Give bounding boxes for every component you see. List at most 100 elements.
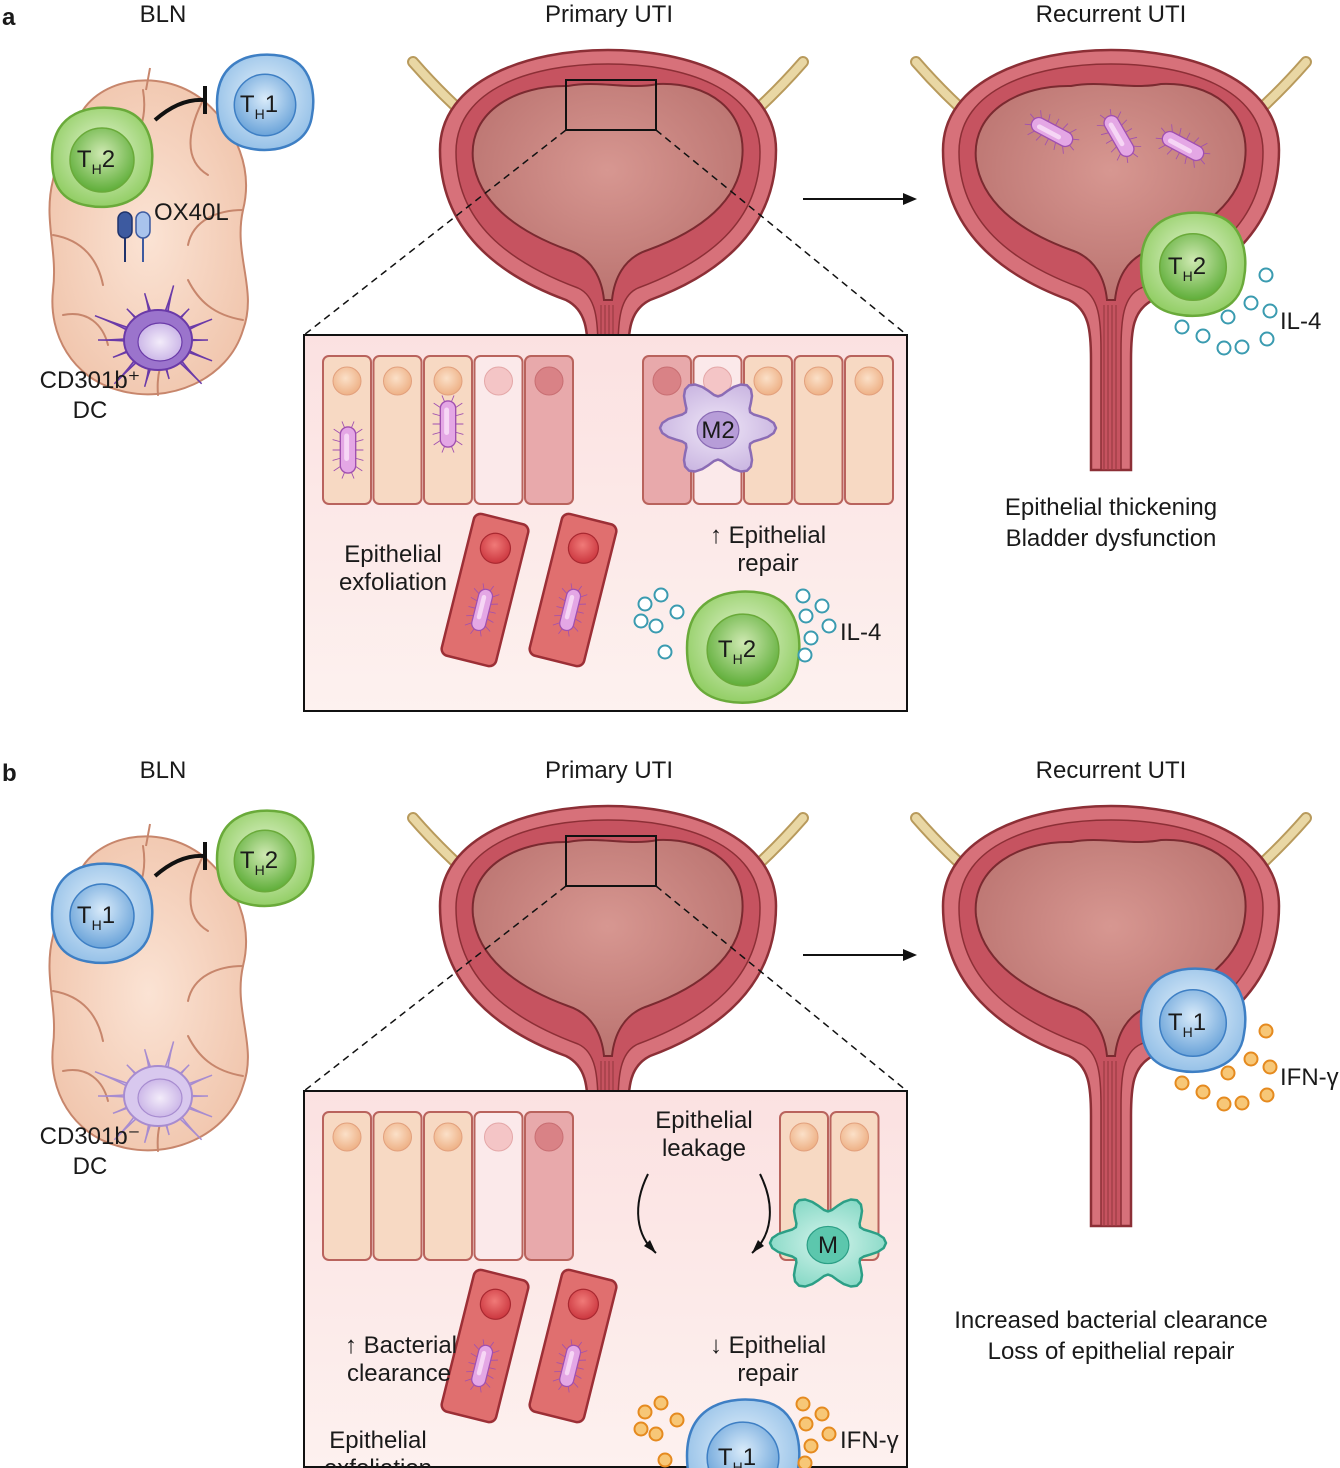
recurrent-cytokine-label: IL-4 [1280,308,1321,335]
tcell-nucleus [69,883,135,949]
epithelial-cell [423,1111,473,1261]
inset-right-label-2: repair [737,550,798,577]
epithelial-cell [473,1111,524,1261]
inset-middle-label-2: leakage [662,1135,746,1162]
cytokine-dot [821,618,837,634]
inset-left-label-1: Epithelial [344,541,441,568]
cytokine-dot [798,608,814,624]
cytokine-dot [1195,328,1211,344]
macrophage-nucleus [806,1225,850,1265]
cytokine-dot [803,630,819,646]
inset-right-label-2: repair [737,1360,798,1387]
cytokine-dot [1243,295,1259,311]
inset-tcell: TH1 [685,1398,801,1468]
inhibition-arrow [153,86,207,122]
header-recurrent-uti: Recurrent UTI [1036,757,1187,784]
ox40l-ligand [135,211,151,239]
tcell-nucleus [233,73,297,137]
tcell-label: TH1 [718,1444,756,1468]
header-bln: BLN [140,1,187,28]
cytokine-dot [1216,1096,1232,1112]
tcell-label: TH1 [240,91,278,122]
cytokine-dot [637,596,653,612]
tcell-label: TH2 [240,847,278,878]
recurrent-cytokine-label: IFN-γ [1280,1064,1339,1091]
leakage-arrow-right-head [752,1240,764,1253]
dc-label-line1: CD301b⁺ [40,367,141,394]
cytokine-dot [1234,339,1250,355]
epithelial-cell [372,1111,423,1261]
tcell-label: TH2 [1168,253,1206,284]
recurrent-outcome-1: Epithelial thickening [1005,494,1217,521]
cytokine-dot [653,587,669,603]
leakage-arrow-left-head [644,1240,656,1253]
cytokine-dot [803,1438,819,1454]
lymph-node-trabecula [187,279,244,321]
cytokine-dot [795,1396,811,1412]
inhibition-line [153,853,206,878]
dc-label-line1: CD301b⁻ [40,1123,141,1150]
zoom-line-left [303,885,567,1092]
macrophage: M2 [658,383,778,473]
bln-back-tcell: TH1 [215,53,315,152]
cytokine-dot [648,1426,664,1442]
tcell-nucleus [1158,988,1228,1058]
inset-middle-label-1: Epithelial [655,1107,752,1134]
cytokine-dot [795,588,811,604]
recurrent-outcome-2: Loss of epithelial repair [988,1338,1235,1365]
lymph-node-trabecula [189,855,209,932]
tcell-nucleus [233,829,297,893]
header-recurrent-uti: Recurrent UTI [1036,1,1187,28]
cytokine-cluster-left [633,587,685,660]
inset-tcell: TH2 [685,590,801,705]
recurrent-outcome-2: Bladder dysfunction [1006,525,1217,552]
primary-bladder [407,804,809,1228]
cytokine-cluster-right [795,588,837,663]
macrophage-label: M [818,1232,838,1259]
cytokine-dot [1258,1023,1274,1039]
dendritic-cell [94,285,213,388]
bladder-lumen [471,82,744,301]
bladder-lumen [974,838,1247,1057]
lymph-node-trabecula [189,99,209,176]
cytokine-dot [1174,1075,1190,1091]
recurrent-cytokine-cluster [1174,267,1278,356]
cytokine-dot [648,618,664,634]
bln-back-tcell: TH2 [215,809,315,908]
dc-nucleus [137,1078,183,1118]
arrow-head [903,949,917,961]
cytokine-dot [1262,303,1278,319]
inset-cytokine-label: IFN-γ [840,1427,899,1454]
progression-arrow [803,193,917,205]
macrophage-label: M2 [701,417,734,444]
recurrent-bladder [910,804,1312,1228]
bladder-lumen [471,838,744,1057]
inhibition-line [153,97,206,122]
cytokine-dot [814,598,830,614]
cytokine-dot [1234,1095,1250,1111]
cytokine-dot [797,647,813,663]
dc-label-line2: DC [73,1153,108,1180]
tcell-nucleus [706,1421,780,1468]
header-bln: BLN [140,757,187,784]
cytokine-dot [653,1395,669,1411]
cytokine-dot [1259,331,1275,347]
tcell-label: TH1 [77,902,115,933]
tcell-nucleus [706,613,780,687]
lymph-node-trabecula [187,1035,244,1077]
cytokine-dot [1216,340,1232,356]
lymph-node-trabecula [52,234,104,286]
epithelial-cell [372,355,423,505]
inset-left-label-4: exfoliation [324,1455,432,1468]
lymph-node-trabecula [52,990,104,1042]
recurrent-tcell: TH2 [1139,211,1247,318]
recurrent-outcome-1: Increased bacterial clearance [954,1307,1268,1334]
arrow-head [903,193,917,205]
tcell-nucleus [1158,232,1228,302]
epithelial-cell [844,355,894,505]
dc-label-line2: DC [73,397,108,424]
cytokine-dot [1262,1059,1278,1075]
ox40-receptor [117,211,133,239]
